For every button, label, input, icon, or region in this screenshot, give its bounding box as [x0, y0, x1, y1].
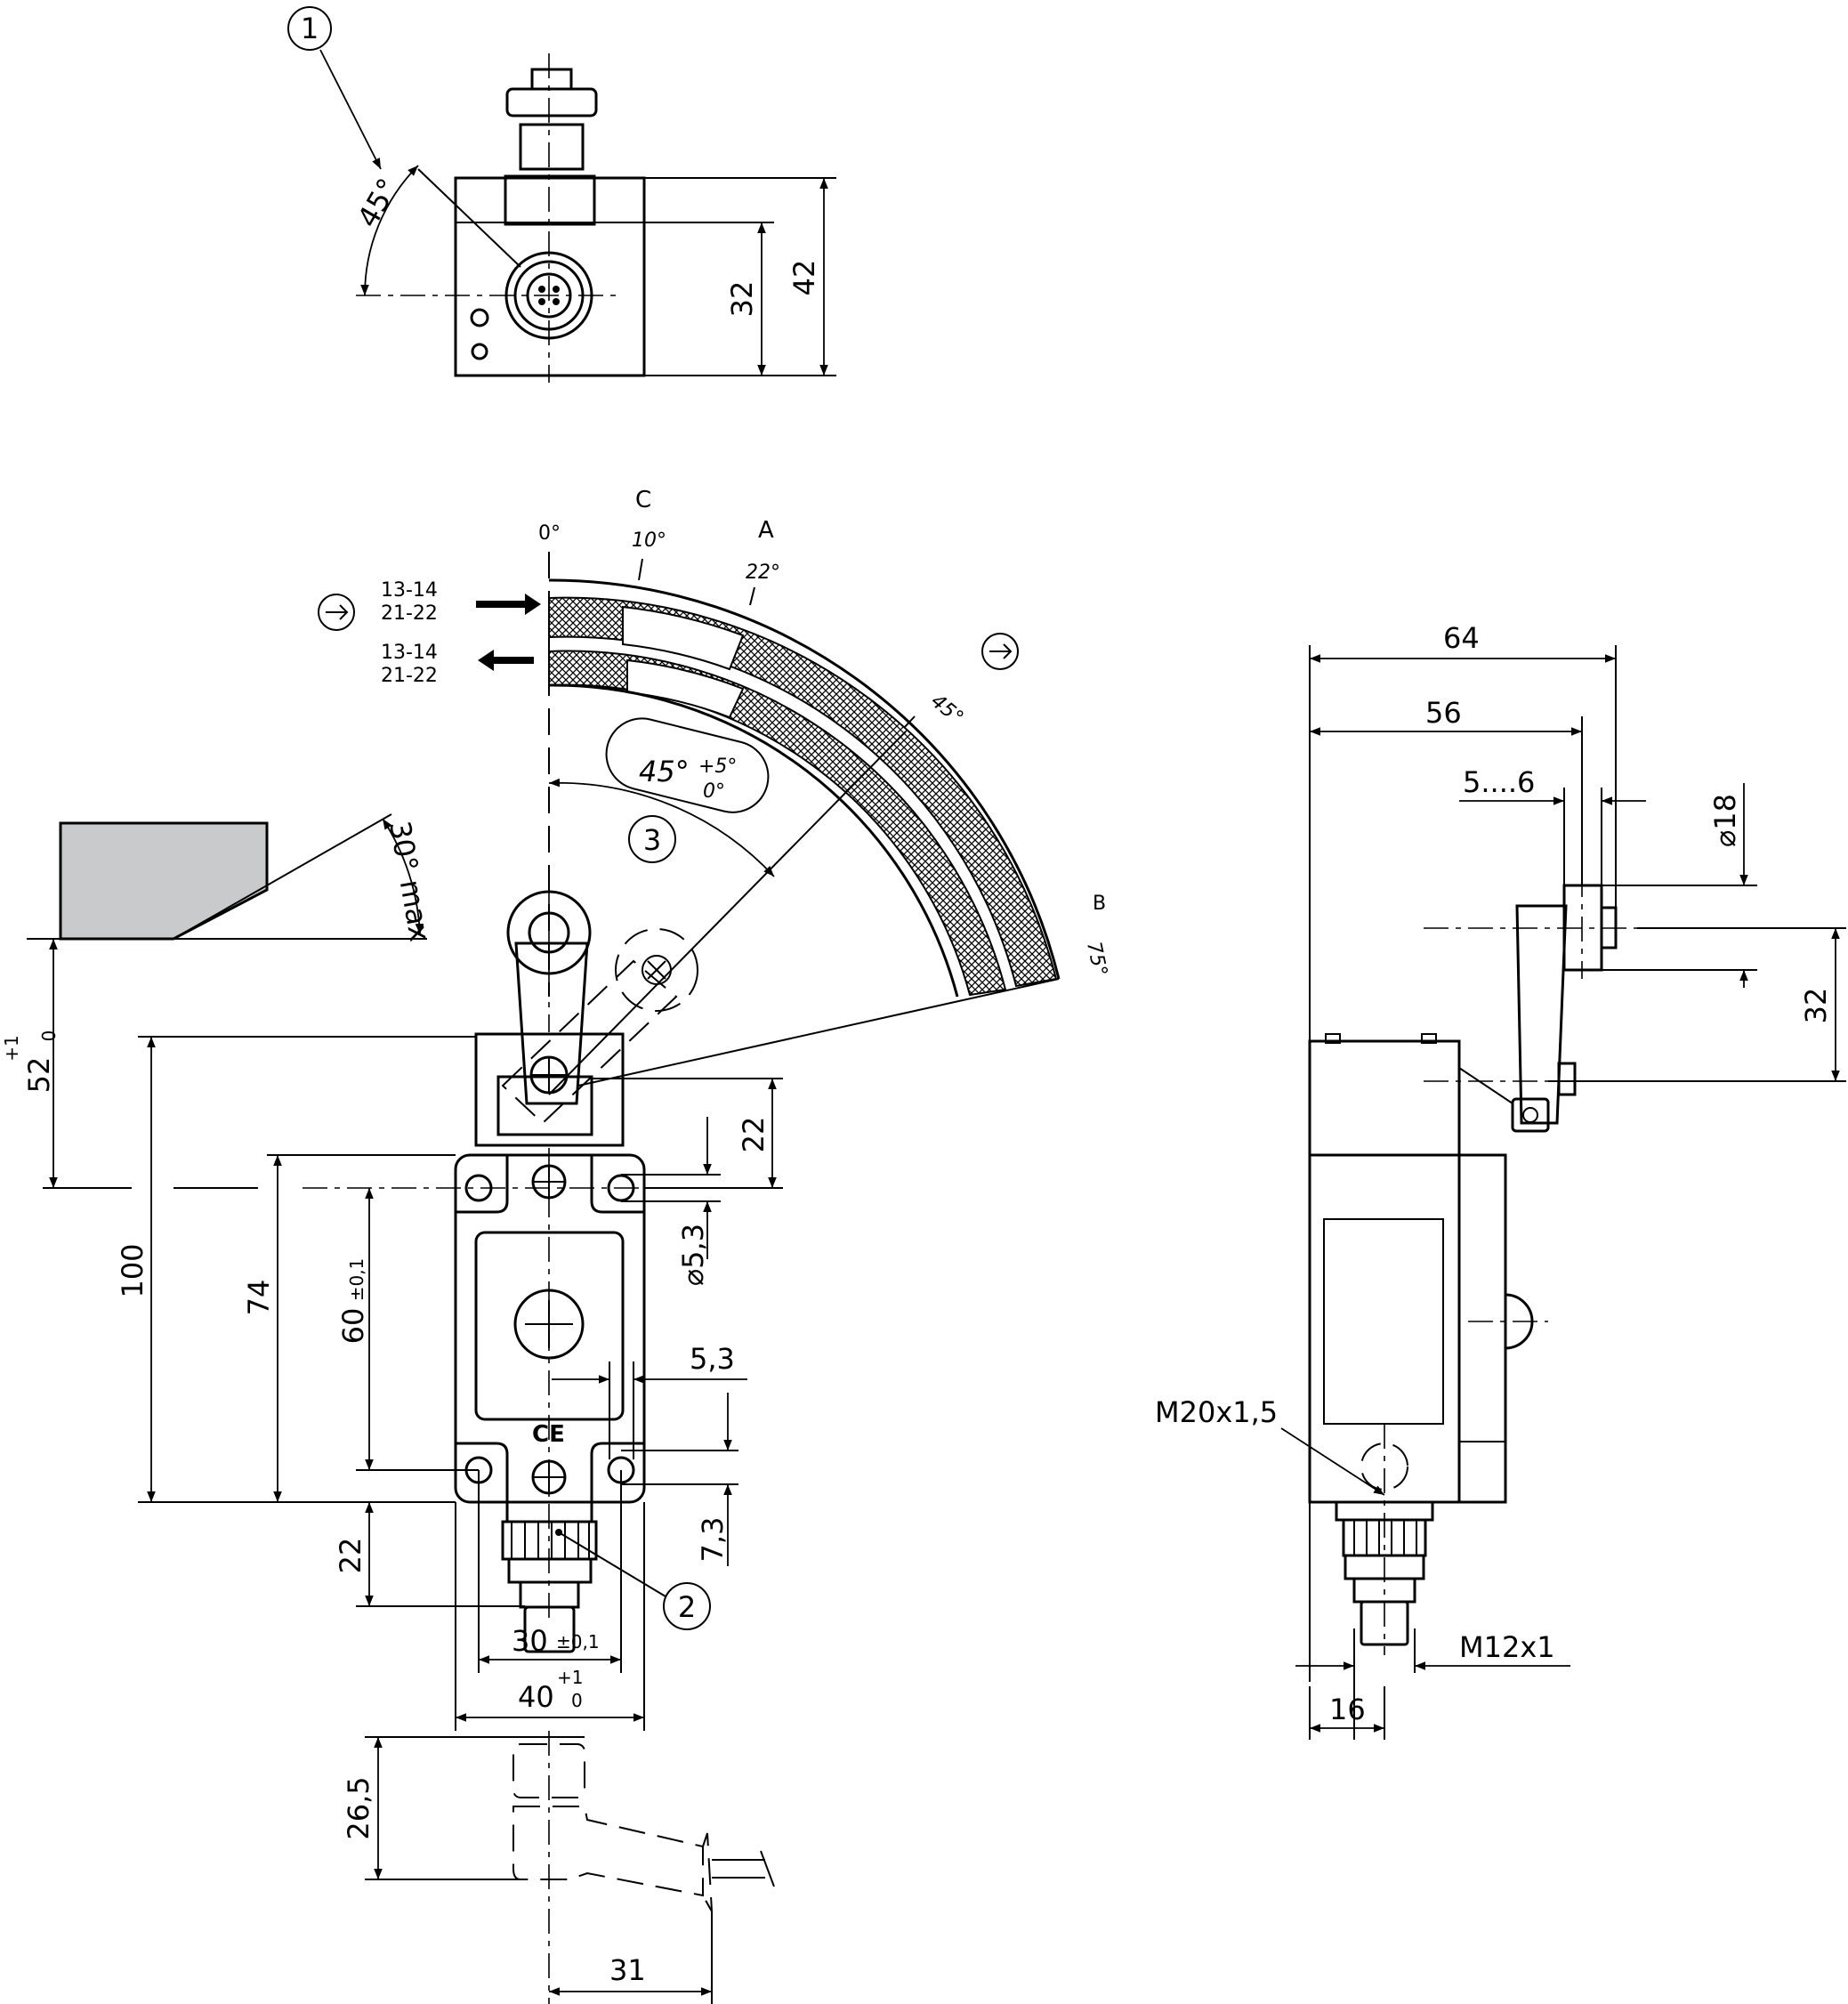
dim-265: 26,5 [342, 1776, 375, 1839]
contact-row2-line2: 21-22 [381, 665, 438, 687]
side-dim-16: 16 [1329, 1693, 1366, 1726]
side-label-plate [1323, 1218, 1444, 1425]
dim-40-tol-lower: 0 [571, 1690, 583, 1711]
direction-icon-2 [981, 633, 1019, 670]
angle-10: 10° [632, 529, 666, 552]
gland-nut [507, 1557, 593, 1584]
cam-block [59, 821, 269, 941]
travel-label-box [605, 717, 770, 813]
angle-75: 75° [1082, 940, 1111, 978]
callout-1: 1 [301, 12, 319, 45]
switching-diagram: 45° +5° 0° 3 0° C 10° A 22° 45° B 75° 13… [318, 487, 1111, 1095]
dim-60: 60 [336, 1308, 370, 1345]
top-cap [504, 174, 596, 226]
dim-30-tol: ±0,1 [556, 1631, 600, 1652]
contact-row2-line1: 13-14 [381, 642, 438, 664]
top-view: 45° 1 32 42 [287, 6, 836, 383]
callout-2: 2 [678, 1590, 696, 1624]
top-housing [454, 176, 646, 377]
travel-main: 45° [639, 755, 690, 788]
angle-45: 45° [926, 690, 967, 729]
top-dim-32: 32 [725, 281, 759, 318]
dim-d53: ⌀5,3 [676, 1224, 710, 1286]
top-dim-42: 42 [787, 260, 821, 296]
roller-lever [514, 941, 589, 1105]
side-dim-d18: ⌀18 [1708, 794, 1742, 847]
dim-40: 40 [518, 1680, 554, 1714]
angle-0: 0° [538, 522, 561, 545]
direction-icon-1 [318, 594, 355, 631]
travel-tol-lower: 0° [703, 780, 725, 803]
dim-52-tol-lower: 0 [38, 1030, 60, 1042]
angle-22: 22° [746, 562, 780, 584]
contact-row1-line1: 13-14 [381, 579, 438, 602]
contact-row1-line2: 21-22 [381, 602, 438, 625]
callout-2-circle [663, 1582, 711, 1630]
front-view: CE 2 52 +1 0 100 74 60 ±0,1 [1, 881, 783, 1731]
top-screw-1 [470, 308, 489, 327]
callout-3: 3 [643, 823, 661, 857]
dim-30: 30 [512, 1624, 548, 1658]
connector-view: 26,5 31 [342, 1731, 775, 2004]
callout-3-circle [628, 815, 676, 863]
dim-60-tol: ±0,1 [346, 1258, 367, 1302]
side-dim-56: 56 [1425, 696, 1462, 730]
m12-connector [523, 1605, 576, 1653]
top-roller-axle [530, 68, 573, 91]
dim-53: 5,3 [690, 1342, 735, 1376]
dim-31: 31 [609, 1953, 646, 1987]
dim-100: 100 [116, 1243, 149, 1297]
top-angle-arc [360, 165, 419, 296]
side-cover [1459, 1153, 1507, 1504]
side-dim-56-range: 5....6 [1463, 765, 1535, 799]
side-thread-m12: M12x1 [1459, 1630, 1555, 1664]
top-roller [505, 87, 598, 117]
dim-74: 74 [242, 1280, 276, 1316]
band-row-1 [548, 596, 1058, 988]
arc-inner [548, 683, 959, 998]
dim-73: 7,3 [696, 1517, 730, 1563]
top-screw-2 [471, 343, 488, 360]
approach-angle: 30° max [383, 819, 437, 944]
dim-22-top: 22 [737, 1117, 771, 1153]
side-dim-64: 64 [1443, 621, 1480, 655]
side-head [1308, 1039, 1461, 1157]
callout-1-circle [287, 6, 332, 51]
travel-tol-upper: +5° [698, 756, 737, 778]
label-a: A [758, 517, 774, 544]
approach-cam: 30° max [27, 813, 437, 944]
side-view: 64 56 5....6 ⌀18 32 M20x1,5 M12x1 16 [1155, 621, 1846, 1740]
side-thread-m20: M20x1,5 [1155, 1395, 1278, 1429]
arrow-right-icon [476, 594, 541, 615]
top-nut [519, 123, 585, 171]
dim-52-tol-upper: +1 [1, 1035, 22, 1061]
label-c: C [635, 487, 651, 513]
side-lever [1515, 904, 1568, 1125]
actuator-head [474, 1032, 625, 1147]
side-dim-32: 32 [1799, 988, 1833, 1024]
dim-22-bottom: 22 [334, 1538, 367, 1574]
dim-40-tol-upper: +1 [557, 1667, 583, 1688]
top-angle-label: 45° [351, 173, 405, 233]
label-b: B [1093, 893, 1106, 915]
dim-52: 52 [22, 1057, 56, 1094]
side-body [1308, 1153, 1461, 1504]
arc-outer [548, 578, 1061, 980]
roller-rotated [615, 928, 698, 1012]
arrow-left-icon [478, 650, 534, 671]
